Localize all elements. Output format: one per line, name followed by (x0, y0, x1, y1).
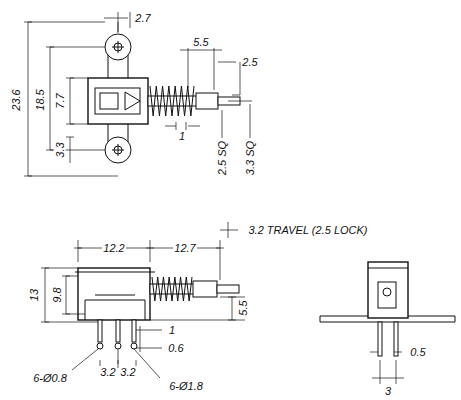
dimension-label: 2.5 SQ (216, 140, 228, 176)
dimension-label: 0.5 (409, 346, 426, 358)
drawing-stroke (78, 268, 150, 320)
drawing-stroke (218, 62, 240, 95)
dimension-label: 12.2 (102, 242, 125, 254)
dimension-label: 3.3 (54, 141, 66, 158)
dimension-label: 0.6 (167, 342, 184, 354)
dimension-label: 3.2 (99, 366, 116, 378)
dimension-label: 1 (168, 324, 176, 336)
drawing-stroke (165, 122, 200, 130)
dimension-label: 2.7 (134, 12, 151, 24)
drawing-stroke (136, 326, 162, 352)
dimension-label: 3 (384, 385, 392, 397)
drawing-stroke (98, 320, 102, 342)
dimension-label: 6-Ø1.8 (168, 380, 204, 392)
drawing-stroke (394, 322, 398, 356)
drawing-stroke (378, 282, 396, 308)
drawing-stroke (78, 272, 150, 320)
drawing-stroke (125, 92, 140, 110)
drawing-stroke (100, 93, 118, 109)
drawing-stroke (72, 349, 160, 378)
dimension-label: 5.5 (192, 36, 209, 48)
side-view (320, 262, 455, 384)
dimension-label: 5.5 (237, 299, 249, 316)
dimension-label: 3.2 (119, 366, 136, 378)
drawing-stroke (46, 47, 105, 150)
dimension-label: 12.7 (173, 242, 196, 254)
drawing-stroke (95, 88, 140, 114)
drawing-stroke (132, 320, 136, 342)
drawing-stroke (66, 78, 88, 163)
dimension-label: 7.7 (54, 92, 66, 109)
dimension-label: 6-Ø0.8 (32, 372, 68, 384)
dimension-label: 9.8 (51, 286, 63, 303)
top-view (24, 12, 252, 176)
drawing-stroke (150, 86, 194, 116)
drawing-stroke (370, 352, 404, 384)
dimension-label: 18.5 (34, 88, 46, 111)
drawing-stroke (88, 78, 148, 124)
dimension-label: 23.6 (10, 88, 22, 111)
drawing-stroke (41, 268, 98, 322)
drawing-stroke (217, 285, 239, 293)
dimension-label: 3.3 SQ (244, 140, 256, 176)
drawing-stroke (150, 297, 245, 320)
drawing-stroke (24, 22, 118, 176)
spring-coil (152, 277, 192, 301)
drawing-stroke (222, 101, 252, 138)
drawing-stroke (368, 268, 408, 269)
drawing-stroke (97, 343, 103, 349)
drawing-stroke (74, 240, 224, 280)
drawing-stroke (383, 288, 391, 296)
drawing-stroke (116, 320, 120, 342)
drawing-stroke (196, 93, 218, 109)
drawing-stroke (193, 281, 217, 297)
drawing-stroke (152, 277, 192, 301)
dimension-label: 13 (28, 288, 40, 302)
front-view (41, 222, 245, 378)
dimension-label: 2.5 (241, 56, 258, 68)
drawing-stroke (378, 322, 382, 356)
dimension-label: 1 (178, 130, 186, 142)
spring-coil (150, 86, 194, 116)
drawing-stroke (115, 343, 121, 349)
drawing-stroke (104, 12, 130, 32)
dimension-label: 3.2 TRAVEL (2.5 LOCK) (247, 224, 368, 236)
drawing-stroke (180, 48, 222, 90)
drawing-stroke (368, 262, 408, 318)
drawing-stroke (62, 276, 85, 314)
drawing-stroke (220, 222, 238, 238)
